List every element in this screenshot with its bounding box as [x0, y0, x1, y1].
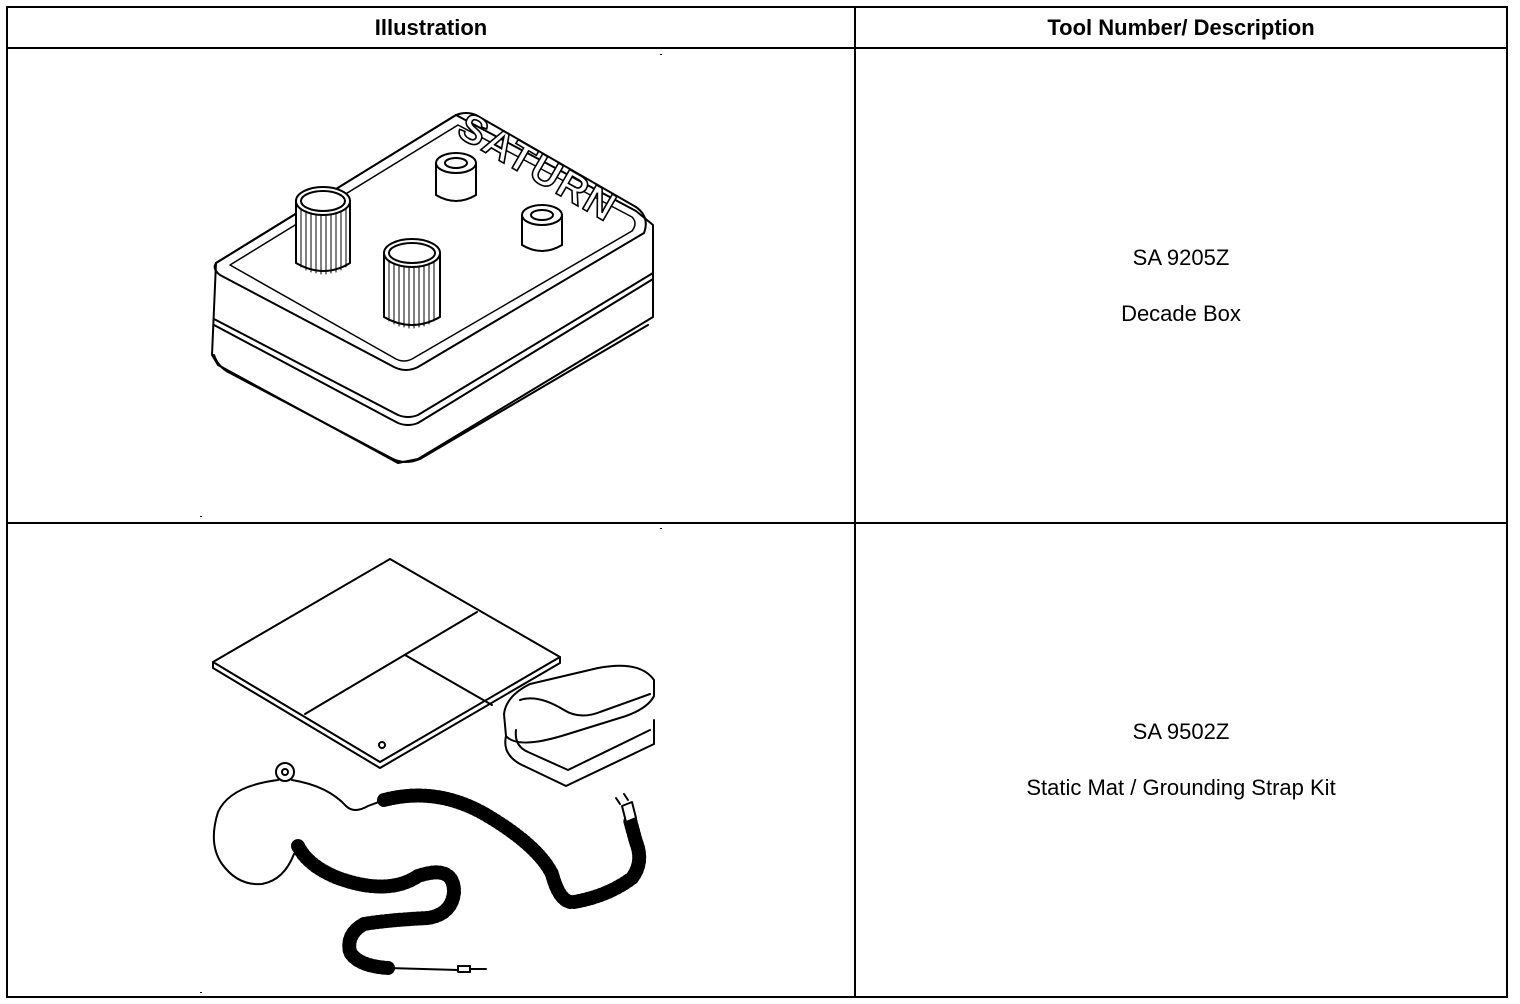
scan-speck: [200, 992, 202, 993]
saturn-logo-text: SATURN: [451, 105, 625, 231]
static-mat-kit-icon: [212, 558, 655, 975]
illustration-cell: [8, 524, 856, 996]
table-header-row: Illustration Tool Number/ Description: [8, 8, 1506, 49]
tool-description: Decade Box: [1121, 300, 1241, 326]
tool-number: SA 9502Z: [1132, 719, 1230, 744]
scan-speck: [200, 516, 202, 517]
illustration-cell: SATURN: [8, 49, 856, 522]
scan-speck: [660, 54, 662, 55]
description-cell: SA 9205Z Decade Box: [856, 49, 1506, 522]
scan-speck: [660, 528, 662, 529]
header-tool-number-description: Tool Number/ Description: [1047, 14, 1315, 40]
header-illustration: Illustration: [8, 8, 856, 47]
saturn-logo: SATURN: [450, 104, 626, 232]
tool-table: Illustration Tool Number/ Description: [6, 6, 1508, 998]
decade-box-icon: [211, 112, 654, 464]
table-row: SA 9502Z Static Mat / Grounding Strap Ki…: [8, 524, 1506, 996]
table-row: SATURN SA 9205Z Decade Box: [8, 49, 1506, 524]
tool-number: SA 9205Z: [1132, 244, 1230, 270]
tool-description: Static Mat / Grounding Strap Kit: [1026, 775, 1336, 800]
description-cell: SA 9502Z Static Mat / Grounding Strap Ki…: [856, 524, 1506, 996]
